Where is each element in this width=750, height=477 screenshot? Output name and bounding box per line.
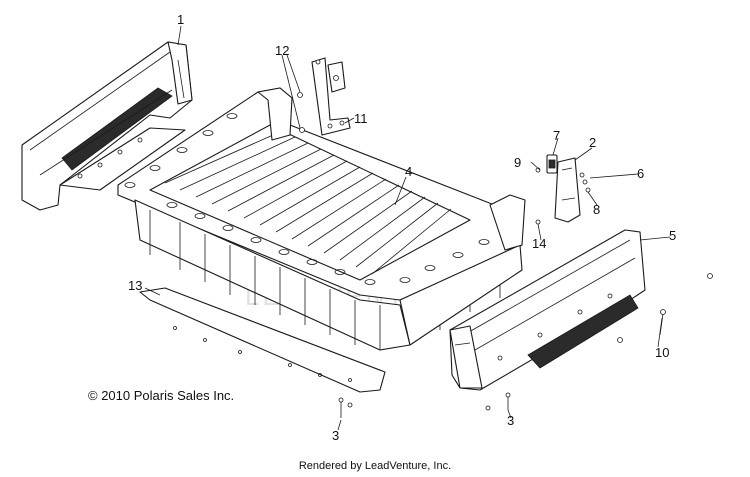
callout-8: 8 [593,202,600,217]
bolts-3 [338,392,511,418]
callout-13: 13 [128,278,142,293]
callout-1: 1 [177,12,184,27]
leader-lines [144,25,671,431]
copyright-text: © 2010 Polaris Sales Inc. [88,388,235,403]
callout-3b: 3 [507,413,514,428]
right-side-panel [449,229,646,391]
callout-6: 6 [637,166,644,181]
callout-2: 2 [589,135,596,150]
latch-7 [546,154,558,174]
cargo-box [117,87,526,351]
callout-labels: 1 2 3 3 4 5 6 7 8 9 10 11 12 13 14 [128,12,676,443]
callout-9: 9 [514,155,521,170]
bolts-12 [297,59,321,133]
callout-11: 11 [354,111,368,126]
callout-4: 4 [405,164,412,179]
callout-5: 5 [669,228,676,243]
front-bracket [311,57,351,136]
bolts-10 [617,273,713,343]
callout-14: 14 [532,236,546,251]
callout-3a: 3 [332,428,339,443]
rear-bracket [554,157,581,223]
floor-plate [139,287,386,393]
left-side-panel [21,41,193,211]
callout-10: 10 [655,345,669,360]
callout-7: 7 [553,128,560,143]
footer-credit: Rendered by LeadVenture, Inc. [298,460,452,472]
callout-12: 12 [275,43,289,58]
